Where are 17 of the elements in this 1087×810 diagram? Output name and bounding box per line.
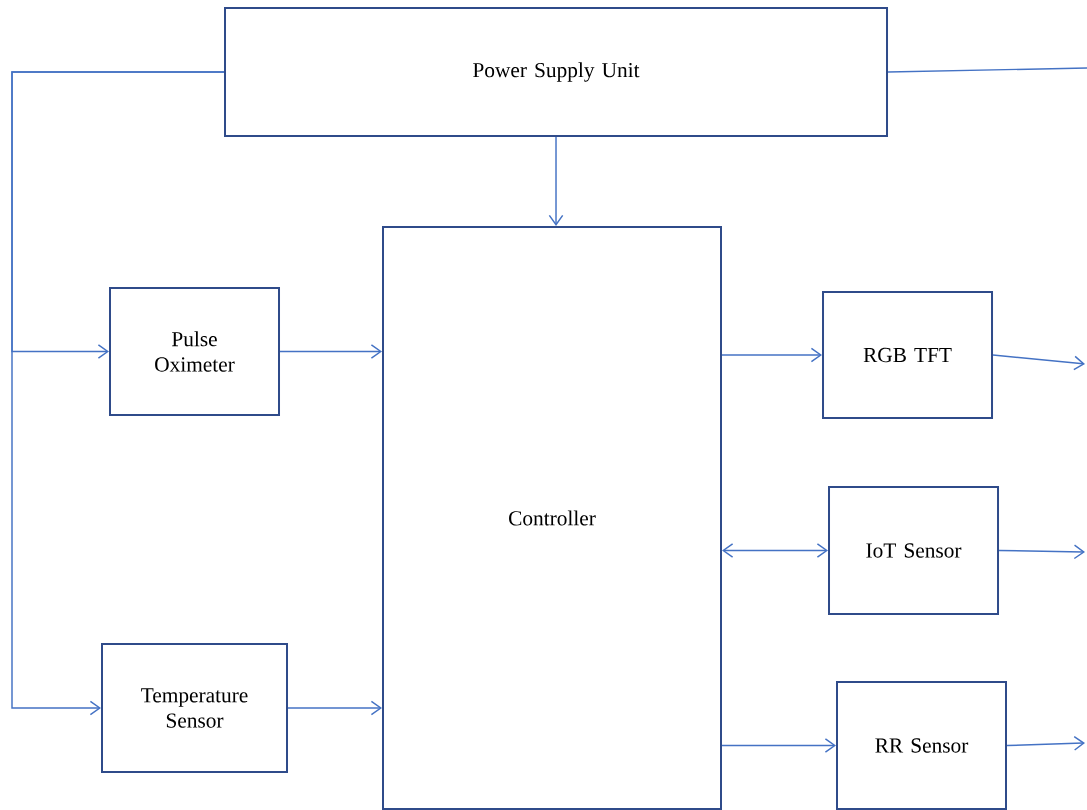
block-box: IoT Sensor [828,486,999,615]
block-box: Power Supply Unit [224,7,888,137]
block-box: Temperature Sensor [101,643,288,773]
arrow [287,700,382,716]
arrow [721,738,836,753]
block-box: Controller [382,226,722,810]
block-box: Pulse Oximeter [109,287,280,416]
arrow [279,344,382,359]
arrow [992,354,1085,371]
arrow [11,71,225,716]
arrow [1006,735,1086,751]
arrow [548,136,564,226]
block-box: RR Sensor [836,681,1007,810]
arrow [721,347,822,363]
arrow [998,544,1086,560]
arrow [722,543,828,558]
block-box: RGB TFT [822,291,993,419]
